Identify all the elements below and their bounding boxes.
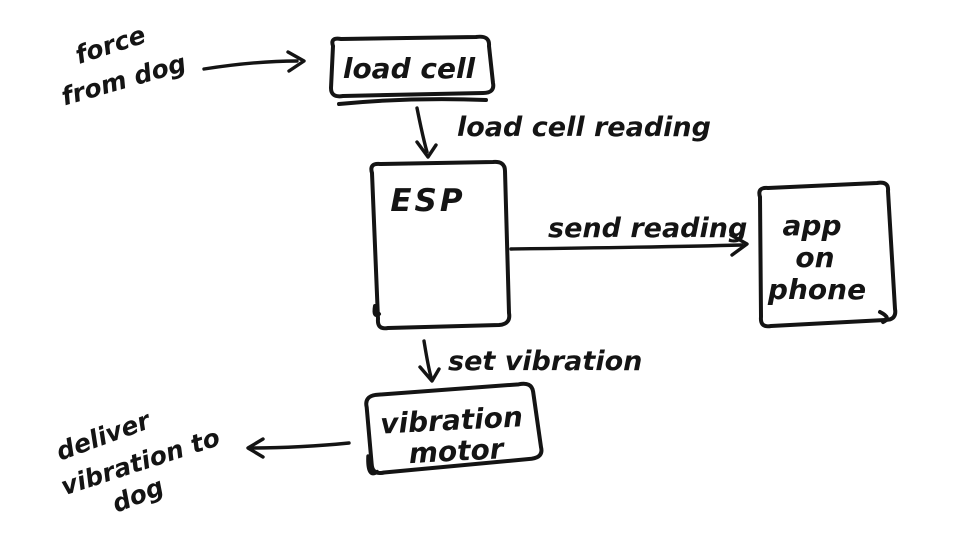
node-esp: ESP <box>369 159 512 331</box>
app-box-corner-hook <box>878 310 889 324</box>
arrow-esp-to-app: send reading <box>509 213 749 257</box>
edge-label-load-cell-reading: load cell reading <box>457 112 711 143</box>
app-label-line1: app <box>783 209 842 242</box>
arrow-send-line <box>509 243 744 251</box>
arrow-force-to-load-cell <box>202 50 306 73</box>
annotation-deliver-vibration: deliver vibration to dog <box>52 405 223 518</box>
esp-label: ESP <box>390 183 465 219</box>
node-load-cell: load cell <box>329 34 496 106</box>
arrow-force-line <box>202 59 299 71</box>
edge-label-send-reading: send reading <box>548 213 747 244</box>
arrow-reading-line <box>415 106 429 154</box>
arrow-motor-to-dog <box>246 437 351 459</box>
load-cell-box-underline <box>337 97 488 106</box>
arrow-send-head-icon <box>729 233 749 257</box>
arrow-load-cell-to-esp: load cell reading <box>415 106 711 159</box>
app-label-line2: on <box>795 241 834 274</box>
arrow-deliver-head-icon <box>246 437 265 459</box>
motor-box-corner-hook <box>366 454 380 476</box>
arrow-force-head-icon <box>286 50 306 73</box>
arrow-deliver-line <box>251 441 351 450</box>
motor-label-line1: vibration <box>379 400 523 440</box>
esp-box-outline <box>369 159 512 331</box>
node-app-on-phone: app on phone <box>757 180 898 329</box>
load-cell-label: load cell <box>343 52 476 85</box>
app-label-line3: phone <box>767 273 866 306</box>
motor-label-line2: motor <box>408 432 507 470</box>
arrow-set-line <box>422 339 433 379</box>
load-cell-box-outline <box>329 34 496 99</box>
edge-label-set-vibration: set vibration <box>448 346 642 377</box>
annotation-force-from-dog: force from dog <box>58 20 189 111</box>
arrow-esp-to-motor: set vibration <box>418 339 642 383</box>
arrow-set-head-icon <box>418 365 441 383</box>
node-vibration-motor: vibration motor <box>364 381 544 476</box>
arrow-reading-head-icon <box>415 140 438 159</box>
app-box-outline <box>757 180 898 329</box>
esp-box-corner-hook <box>372 304 381 317</box>
